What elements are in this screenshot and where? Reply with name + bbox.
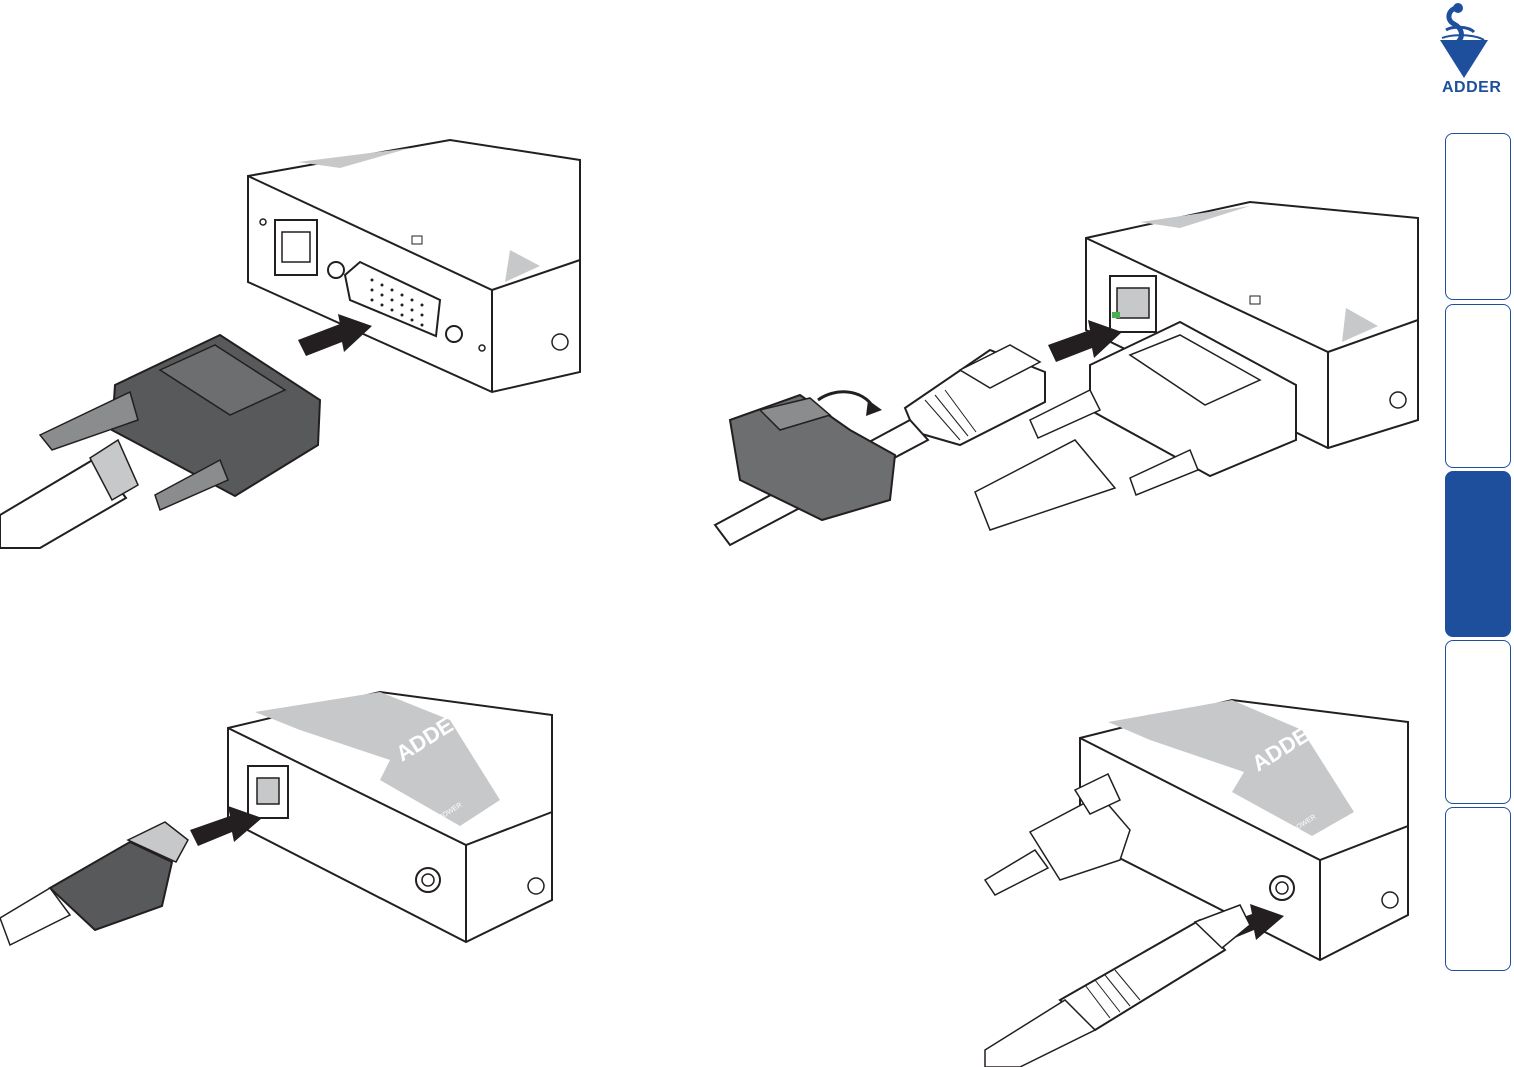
connection-illustrations: ADDER POWER ADDER POWER xyxy=(0,0,1430,1067)
illustration-usb-connection: ADDER POWER xyxy=(0,692,552,945)
side-tab-4[interactable] xyxy=(1445,640,1511,804)
adder-logo-text: ADDER xyxy=(1442,79,1501,97)
close-ferrite-arrow-icon xyxy=(818,392,874,408)
side-tab-1[interactable] xyxy=(1445,133,1511,300)
illustration-video-connection xyxy=(0,140,580,548)
side-tab-2[interactable] xyxy=(1445,304,1511,468)
side-tab-5[interactable] xyxy=(1445,807,1511,971)
side-tab-3-active[interactable] xyxy=(1445,471,1511,637)
link-led-icon xyxy=(1112,312,1120,318)
illustration-power-connection: ADDER POWER xyxy=(985,700,1408,1067)
illustration-network-connection xyxy=(715,202,1418,545)
